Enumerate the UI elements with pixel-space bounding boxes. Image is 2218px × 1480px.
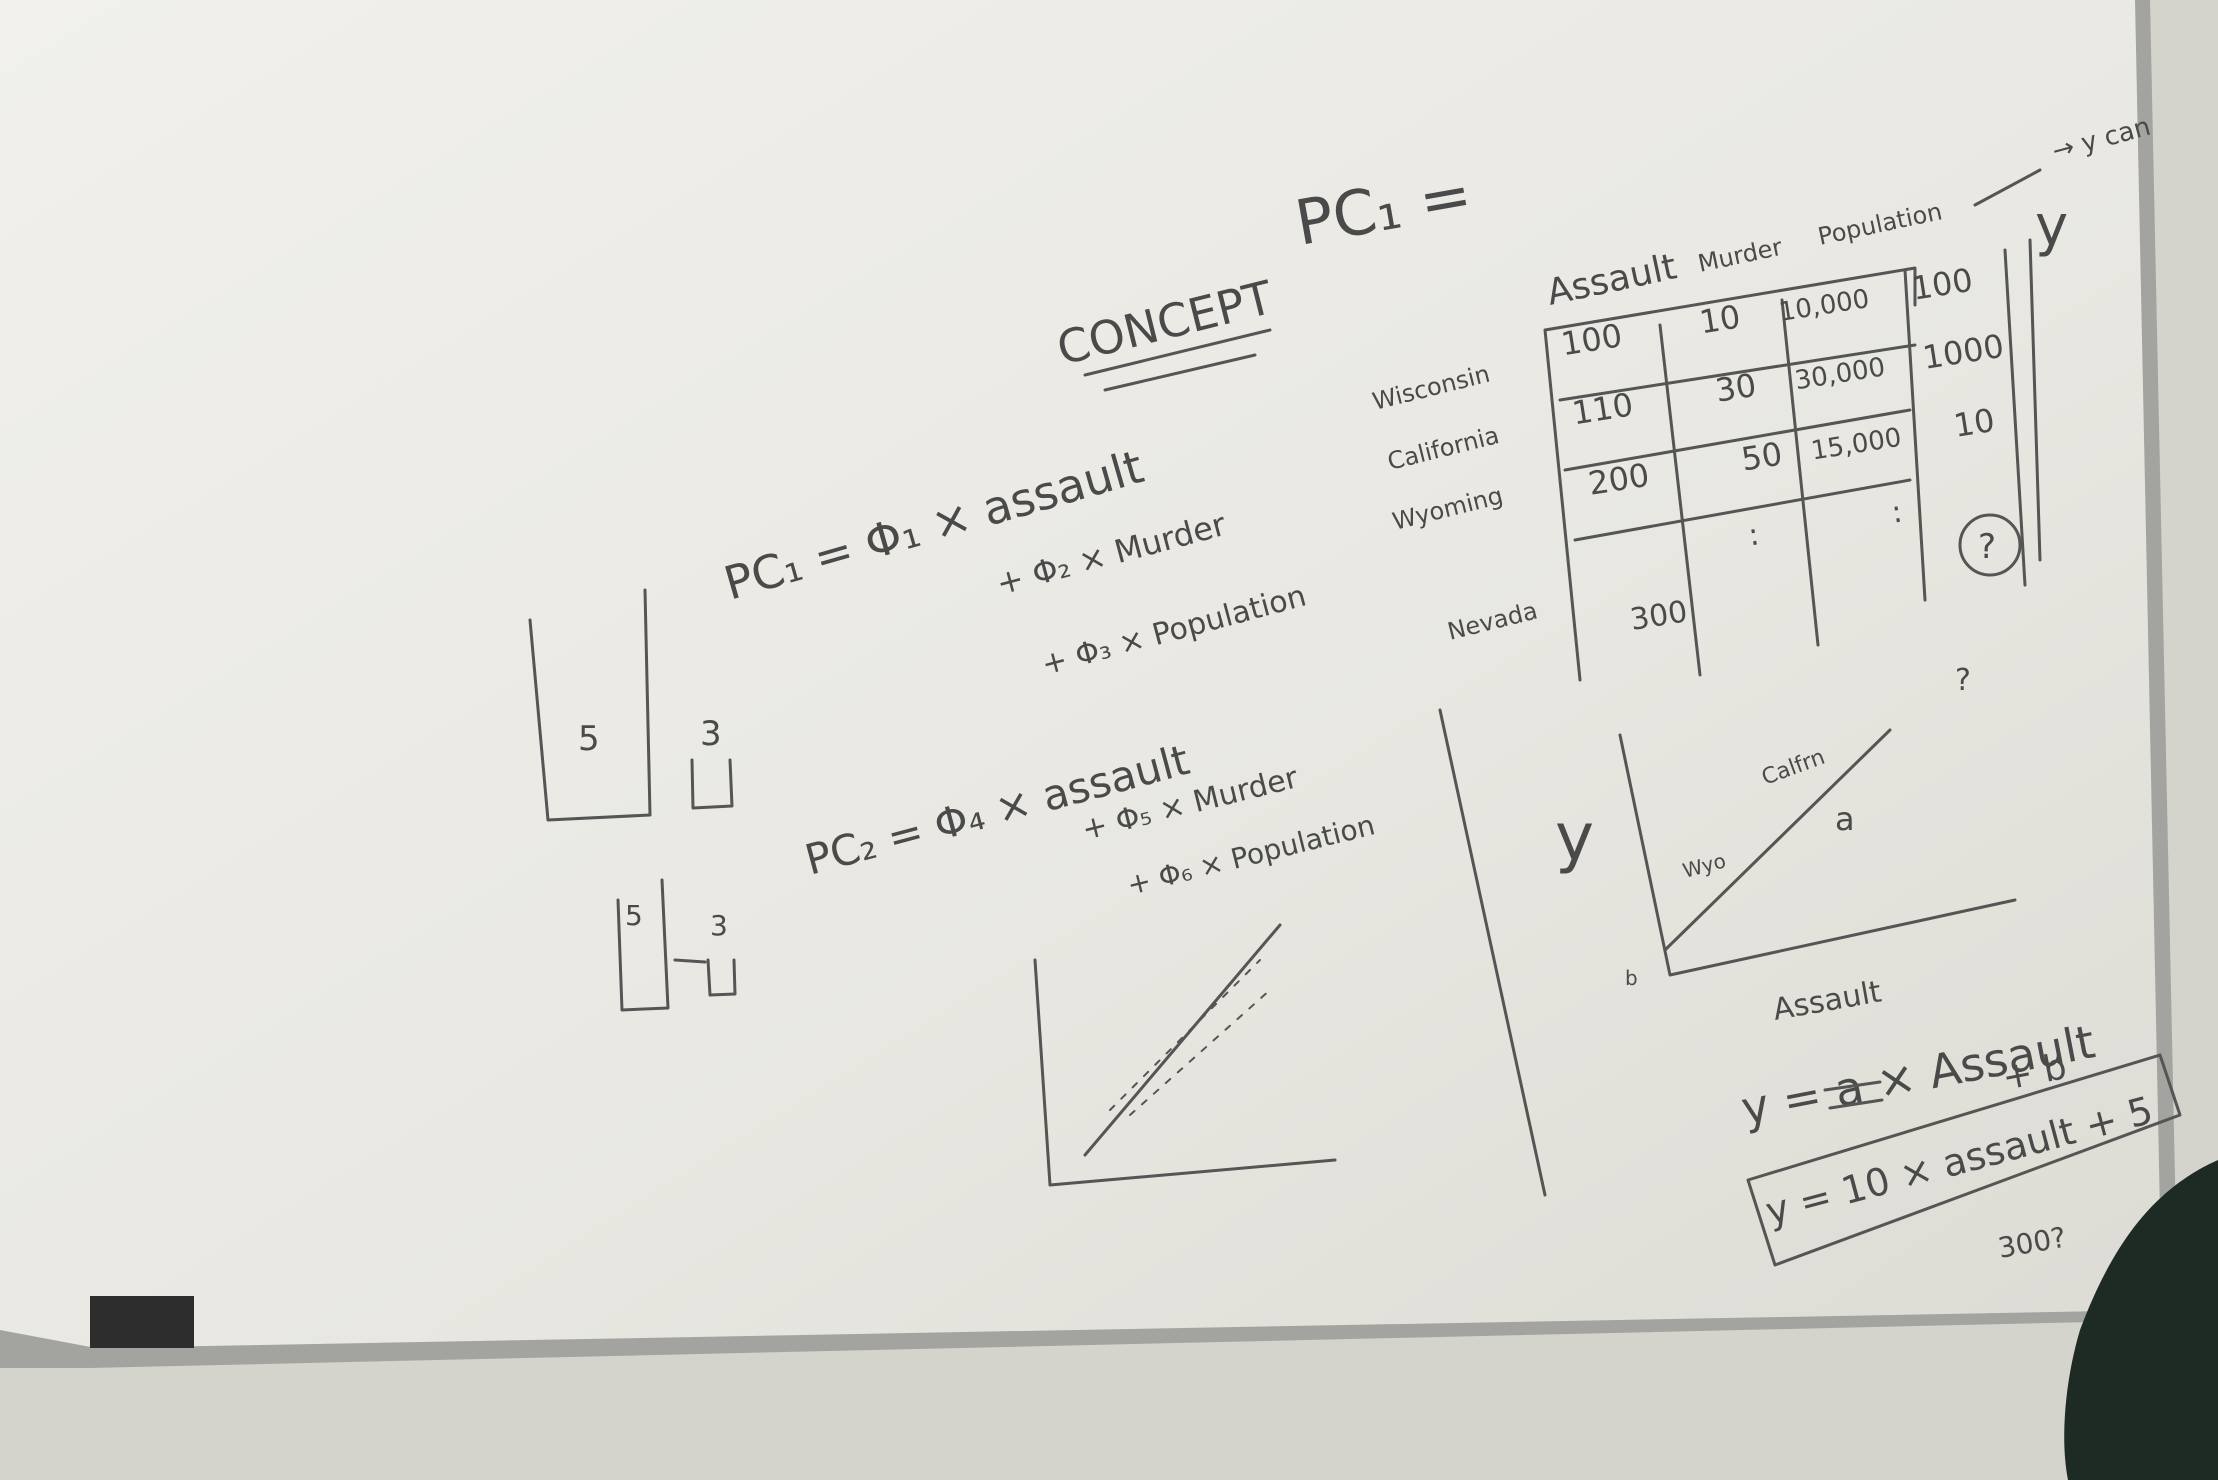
svg-text:30: 30 bbox=[1713, 366, 1759, 410]
svg-text:50: 50 bbox=[1739, 435, 1785, 479]
svg-text:5: 5 bbox=[578, 719, 600, 759]
svg-text:100: 100 bbox=[1909, 261, 1975, 308]
person-shoulder bbox=[2064, 1160, 2218, 1480]
svg-text:3: 3 bbox=[700, 714, 722, 754]
whiteboard-surface bbox=[0, 0, 2162, 1348]
eraser bbox=[90, 1296, 194, 1348]
divider-line bbox=[1438, 708, 1547, 1197]
svg-text:100: 100 bbox=[1558, 316, 1624, 363]
svg-text:110: 110 bbox=[1569, 385, 1635, 432]
svg-text:5: 5 bbox=[625, 899, 643, 932]
svg-text:3: 3 bbox=[710, 909, 728, 942]
graph-slope-label: a bbox=[1835, 800, 1855, 838]
graph-intercept-label: b bbox=[1625, 966, 1638, 990]
table-header-y: y bbox=[2035, 194, 2068, 259]
svg-text:10: 10 bbox=[1697, 297, 1743, 341]
svg-text:200: 200 bbox=[1586, 456, 1652, 503]
graph-y-label: y bbox=[1555, 799, 1594, 876]
graph-question-mark: ? bbox=[1955, 663, 1971, 698]
svg-text:10: 10 bbox=[1951, 401, 1997, 445]
scatter-sketch bbox=[1033, 923, 1337, 1187]
bar-sketches: 5 3 5 3 bbox=[528, 588, 737, 1012]
table-question-mark: ? bbox=[1978, 527, 1996, 567]
